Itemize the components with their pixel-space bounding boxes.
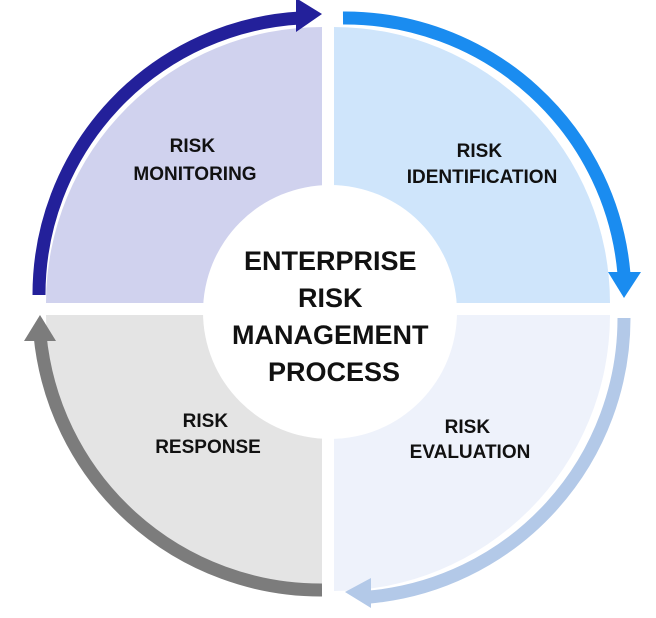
response-arrow	[33, 334, 323, 597]
monitoring-label-line1: RISK	[170, 136, 216, 157]
risk-response-label: RISK RESPONSE	[155, 411, 261, 458]
evaluation-arrow	[369, 317, 631, 604]
center-title-line1: ENTERPRISE	[244, 246, 417, 276]
response-arrowhead	[24, 315, 56, 341]
response-label-line1: RISK	[183, 411, 229, 432]
evaluation-label-line1: RISK	[445, 417, 491, 438]
identification-label-line2: IDENTIFICATION	[407, 167, 558, 188]
center-title-line4: PROCESS	[268, 357, 400, 387]
identification-arrowhead	[608, 272, 641, 298]
identification-arrow	[342, 11, 631, 275]
risk-identification-label: RISK IDENTIFICATION	[407, 141, 558, 188]
evaluation-arrowhead	[345, 578, 371, 608]
monitoring-arrow	[32, 11, 301, 296]
evaluation-label-line2: EVALUATION	[410, 442, 531, 463]
risk-monitoring-label: RISK MONITORING	[133, 136, 256, 185]
center-title-line3: MANAGEMENT	[232, 320, 429, 350]
center-circle	[203, 185, 457, 439]
monitoring-arrowhead	[296, 0, 322, 32]
center-title: ENTERPRISE RISK MANAGEMENT PROCESS	[232, 246, 436, 387]
identification-label-line1: RISK	[457, 141, 503, 162]
risk-evaluation-label: RISK EVALUATION	[410, 417, 531, 463]
center-title-line2: RISK	[298, 283, 363, 313]
response-label-line2: RESPONSE	[155, 437, 261, 458]
monitoring-label-line2: MONITORING	[133, 164, 256, 185]
